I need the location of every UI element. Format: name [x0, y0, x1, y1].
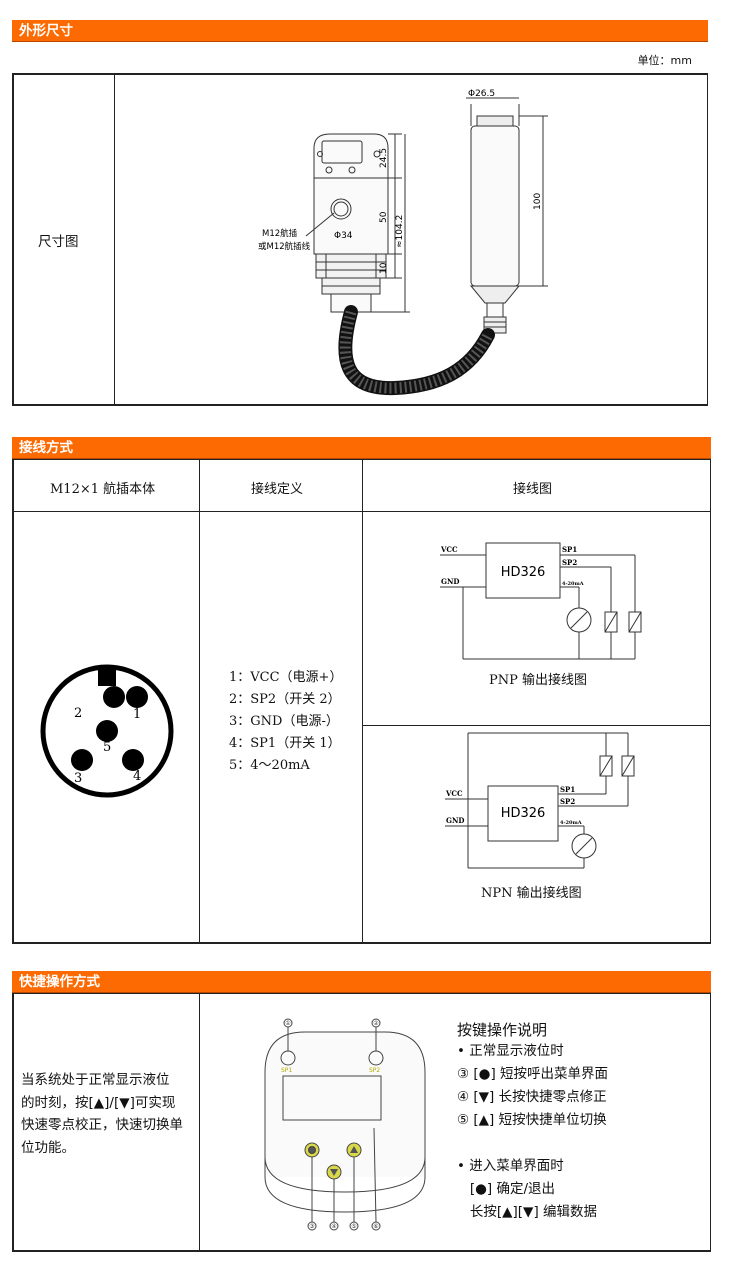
wiring-header-diagram: 接线图 — [513, 482, 553, 497]
operation-description: 当系统处于正常显示液位 的时刻，按[▲]/[▼]可实现 快速零点校正，快速切换单… — [21, 1072, 183, 1156]
keys-item — [457, 1132, 608, 1155]
wiring-border-top — [12, 459, 711, 460]
pin-definition: 5：4～20mA — [229, 758, 310, 773]
pin-definition-list: 1：VCC（电源+） 2：SP2（开关 2） 3：GND（电源-） 4：SP1（… — [229, 667, 342, 777]
m12-connector-diagram: 2 1 5 3 4 — [40, 664, 174, 798]
label-h-mid: 50 — [379, 211, 389, 223]
pin-label-1: 1 — [133, 707, 141, 722]
pnp-sp2-label: SP2 — [562, 558, 577, 567]
label-len-sensor: 100 — [533, 193, 543, 210]
keys-item: 长按[▲][▼] 编辑数据 — [457, 1204, 597, 1220]
pin-label-3: 3 — [74, 771, 82, 786]
pin-definition: 4：SP1（开关 1） — [229, 736, 341, 751]
op-divider — [199, 993, 200, 1251]
label-conn1: M12航插 — [262, 228, 298, 239]
label-h-bottom: 10 — [379, 262, 389, 274]
op-border-left — [12, 993, 14, 1251]
keys-item: ⑤ [▲] 短按快捷单位切换 — [457, 1112, 607, 1128]
section-header-wiring: 接线方式 — [12, 437, 711, 459]
wiring-header-definition: 接线定义 — [251, 482, 304, 497]
keys-title: 按键操作说明 — [457, 1021, 548, 1039]
callout-1: ① — [285, 1020, 290, 1027]
wiring-border-right — [710, 459, 711, 943]
pin-definition: 2：SP2（开关 2） — [229, 692, 341, 707]
wiring-border-left — [12, 459, 14, 943]
pnp-ma-label: 4-20mA — [562, 581, 584, 587]
pin-label-4: 4 — [133, 769, 141, 784]
pnp-gnd-label: GND — [441, 577, 459, 586]
keys-item: ③ [●] 短按呼出菜单界面 — [457, 1066, 608, 1082]
section-header-operation: 快捷操作方式 — [12, 971, 711, 993]
sp1-label: SP1 — [281, 1067, 292, 1074]
pin-definition: 1：VCC（电源+） — [229, 670, 343, 685]
pin-definition: 3：GND（电源-） — [229, 714, 339, 729]
pnp-caption: PNP 输出接线图 — [489, 673, 588, 688]
npn-caption: NPN 输出接线图 — [481, 886, 582, 901]
keys-item: [●] 确定/退出 — [457, 1181, 556, 1197]
npn-device-label: HD326 — [501, 806, 546, 821]
pnp-sp1-label: SP1 — [562, 545, 577, 554]
op-border-bottom — [12, 1250, 711, 1252]
keys-item: • 正常显示液位时 — [457, 1043, 564, 1059]
label-h-total: ≈104.2 — [395, 215, 405, 248]
npn-sp1-label: SP1 — [560, 785, 575, 794]
callout-4: ④ — [331, 1223, 336, 1230]
pnp-device-label: HD326 — [501, 565, 546, 580]
pnp-vcc-label: VCC — [440, 545, 458, 554]
table-border-left — [12, 73, 14, 405]
keys-item: ④ [▼] 长按快捷零点修正 — [457, 1089, 607, 1105]
npn-sp2-label: SP2 — [560, 797, 575, 806]
callout-6: ⑥ — [373, 1223, 378, 1230]
npn-ma-label: 4-20mA — [560, 820, 582, 826]
wiring-border-bottom — [12, 942, 711, 944]
pnp-wiring-diagram: VCC GND SP1 SP2 4-20mA HD326 — [440, 542, 642, 660]
wiring-header-divider — [12, 511, 711, 512]
npn-gnd-label: GND — [446, 816, 464, 825]
pin-label-2: 2 — [74, 706, 82, 721]
wiring-header-connector: M12×1 航插本体 — [50, 482, 156, 497]
sp2-label: SP2 — [369, 1067, 380, 1074]
label-h-top: 24.5 — [379, 148, 389, 168]
label-conn2: 或M12航插线 — [258, 241, 311, 252]
callout-3: ③ — [309, 1223, 314, 1230]
section-header-dimensions: 外形尺寸 — [12, 20, 708, 42]
dimension-drawing: Φ26.5 Φ34 M12航插 或M12航插线 24.5 50 ≈104.2 1… — [258, 89, 548, 396]
table-border-bottom — [12, 404, 708, 406]
table-divider — [114, 73, 115, 405]
callout-2: ② — [373, 1020, 379, 1027]
table-border-top — [12, 73, 708, 75]
op-border-right — [710, 993, 711, 1251]
wiring-diagram-divider — [362, 725, 710, 726]
device-front-diagram: SP1 SP2 ① ② ③ ④ ⑤ ⑥ — [264, 1018, 426, 1231]
wiring-col-divider-1 — [199, 459, 200, 943]
npn-vcc-label: VCC — [445, 789, 463, 798]
npn-wiring-diagram: VCC GND SP1 SP2 4-20mA HD326 — [445, 732, 635, 869]
wiring-col-divider-2 — [362, 459, 363, 943]
label-d-sensor: Φ26.5 — [468, 89, 495, 99]
keys-list: • 正常显示液位时 ③ [●] 短按呼出菜单界面 ④ [▼] 长按快捷零点修正 … — [457, 1040, 608, 1224]
keys-item: • 进入菜单界面时 — [457, 1158, 564, 1174]
dimension-row-label: 尺寸图 — [38, 234, 79, 250]
pin-label-5: 5 — [103, 740, 111, 755]
unit-label: 单位：mm — [637, 54, 692, 67]
callout-5: ⑤ — [351, 1223, 356, 1230]
table-border-right — [707, 73, 708, 405]
op-border-top — [12, 993, 711, 994]
label-d-body: Φ34 — [334, 231, 353, 241]
